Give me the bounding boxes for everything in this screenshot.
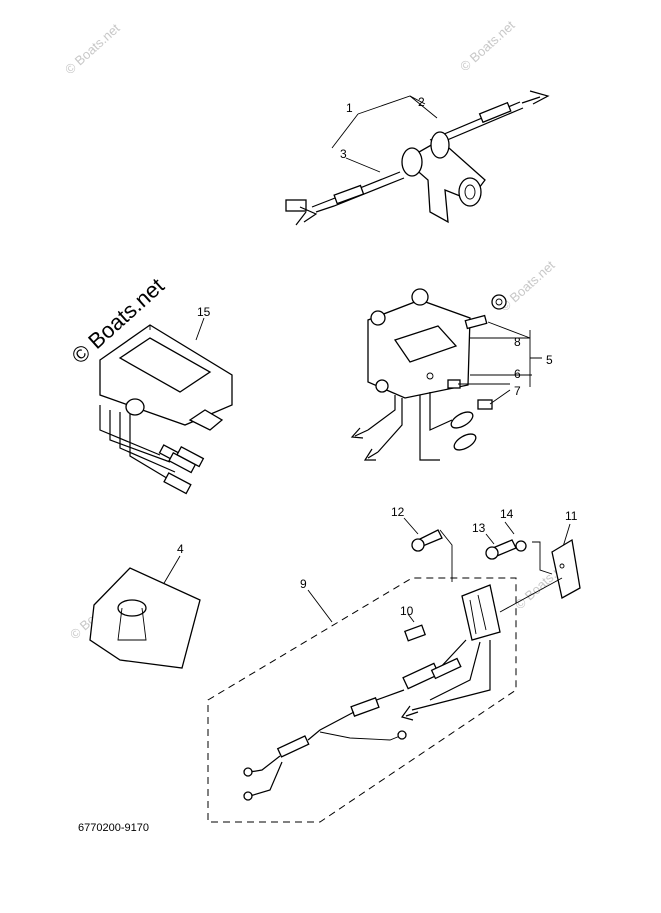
callout-1: 1 [346, 101, 353, 115]
callout-4: 4 [177, 542, 184, 556]
callout-14: 14 [500, 507, 514, 521]
watermark-mid-right: © Boats.net [497, 257, 558, 314]
callout-12: 12 [391, 505, 405, 519]
part-15-unit [99, 317, 233, 495]
svg-text:© Boats.net: © Boats.net [497, 257, 558, 314]
svg-text:© Boats.net: © Boats.net [457, 17, 518, 74]
svg-text:© Boats.net: © Boats.net [62, 20, 123, 77]
callout-3: 3 [340, 147, 347, 161]
watermark-top-right: © Boats.net [457, 17, 518, 74]
callout-7: 7 [514, 384, 521, 398]
cable-assembly [285, 90, 550, 226]
callout-9: 9 [300, 577, 307, 591]
callout-11: 11 [565, 509, 578, 523]
part-4-pad [89, 555, 201, 669]
callout-10: 10 [400, 604, 414, 618]
callout-5: 5 [546, 353, 553, 367]
part-code: 6770200-9170 [78, 822, 149, 834]
callout-6: 6 [514, 367, 521, 381]
watermark-top-left: © Boats.net [62, 20, 123, 77]
part-9-assembly [207, 517, 581, 823]
callout-8: 8 [514, 335, 521, 349]
callout-13: 13 [472, 521, 486, 535]
part-5-assembly [350, 288, 542, 461]
callout-15: 15 [197, 305, 211, 319]
callout-2: 2 [418, 95, 425, 109]
